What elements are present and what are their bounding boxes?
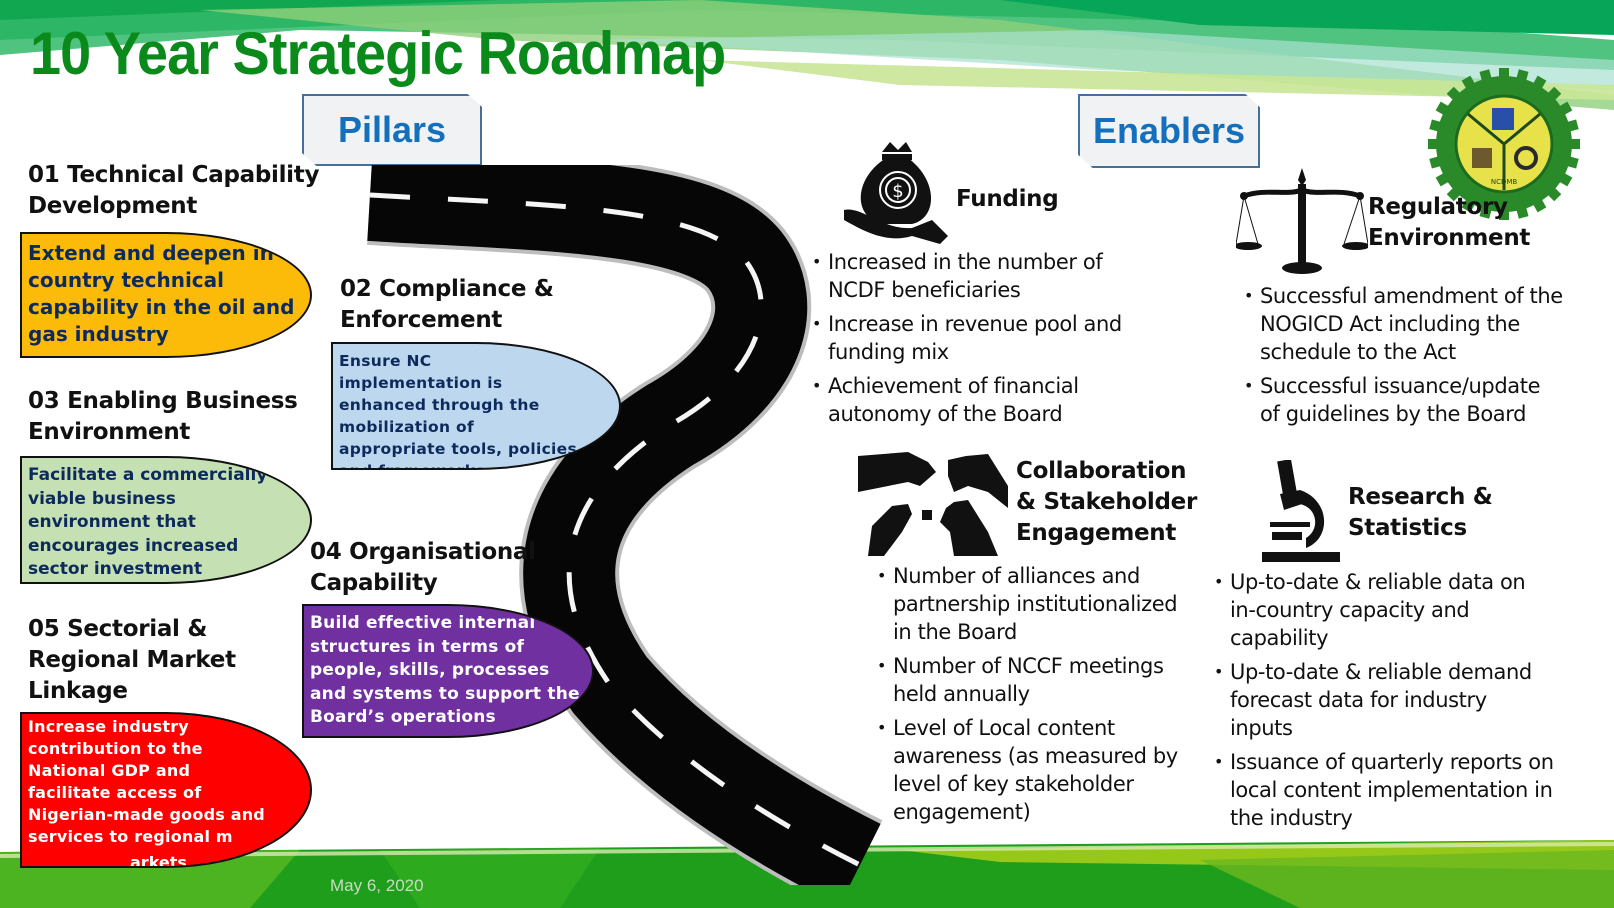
money-bag-hand-icon: $ — [844, 142, 948, 244]
gear-tooth — [1564, 155, 1579, 169]
pillar-02-blob: Ensure NC implementation is enhanced thr… — [331, 342, 621, 470]
ncdmb-logo: NCDMB — [1428, 68, 1580, 220]
gear-tooth — [1531, 75, 1547, 92]
regulatory-bullet: •Successful issuance/update of guideline… — [1244, 374, 1541, 426]
regulatory-bullet: •Successful amendment of the NOGICD Act … — [1244, 284, 1563, 364]
gear-tooth — [1479, 204, 1493, 219]
pillar-03-description: Facilitate a commercially viable busines… — [28, 465, 268, 579]
puzzle-hands-icon — [858, 452, 1008, 556]
pillar-05-blob: Increase industry contribution to the Na… — [20, 712, 312, 868]
gear-tooth — [1429, 119, 1444, 133]
slide-date: May 6, 2020 — [330, 876, 424, 895]
pillar-05-description-tail: arkets — [130, 853, 187, 868]
research-bullet: •Issuance of quarterly reports on local … — [1214, 750, 1554, 830]
gear-tooth — [1446, 86, 1463, 103]
enablers-tag-label: Enablers — [1092, 110, 1246, 151]
top-banner-decoration — [0, 0, 1614, 110]
gear-tooth — [1568, 139, 1580, 149]
gear-tooth — [1515, 69, 1529, 84]
enabler-regulatory-title: Regulatory Environment — [1368, 194, 1531, 251]
enabler-research-title: Research & Statistics — [1348, 484, 1493, 541]
enablers-tag: Enablers — [1078, 94, 1260, 168]
enabler-research-bullets: •Up-to-date & reliable data on in-countr… — [1214, 568, 1554, 838]
research-bullet: •Up-to-date & reliable demand forecast d… — [1214, 660, 1532, 740]
gear-tooth — [1461, 196, 1477, 213]
gear-tooth — [1499, 208, 1509, 220]
gear-tooth — [1556, 171, 1573, 187]
enabler-collaboration-bullets: •Number of alliances and partnership ins… — [877, 562, 1187, 832]
scales-of-justice-icon — [1236, 168, 1368, 274]
winding-road-illustration — [367, 165, 883, 885]
svg-text:$: $ — [892, 181, 903, 202]
gear-tooth — [1435, 101, 1452, 117]
gear-tooth — [1461, 75, 1477, 92]
pillar-04-description: Build effective internal structures in t… — [310, 613, 580, 727]
gear-tooth — [1429, 155, 1444, 169]
enabler-funding-title: Funding — [956, 186, 1059, 212]
pillar-02-title: 02 Compliance & Enforcement — [340, 276, 554, 333]
enabler-regulatory-bullets: •Successful amendment of the NOGICD Act … — [1244, 282, 1564, 434]
funding-bullet: •Achievement of financial autonomy of th… — [812, 374, 1079, 426]
enabler-funding-bullets: •Increased in the number of NCDF benefic… — [812, 248, 1132, 434]
funding-bullet: •Increased in the number of NCDF benefic… — [812, 250, 1103, 302]
pillar-03-title: 03 Enabling Business Environment — [28, 388, 298, 445]
gear-tooth — [1479, 69, 1493, 84]
pillar-01-blob: Extend and deepen in-country technical c… — [20, 232, 312, 358]
enabler-collaboration-title: Collaboration & Stakeholder Engagement — [1016, 458, 1197, 546]
funding-bullet: •Increase in revenue pool and funding mi… — [812, 312, 1122, 364]
gear-tooth — [1435, 171, 1452, 187]
pillar-01-title: 01 Technical Capability Development — [28, 162, 320, 219]
pillar-04-title: 04 Organisational Capability — [310, 539, 536, 596]
svg-text:NCDMB: NCDMB — [1491, 178, 1518, 186]
gear-tooth — [1515, 204, 1529, 219]
gear-tooth — [1428, 139, 1440, 149]
slide-title: 10 Year Strategic Roadmap — [30, 20, 726, 87]
collaboration-bullet: •Number of NCCF meetings held annually — [877, 654, 1164, 706]
pillar-05-title: 05 Sectorial & Regional Market Linkage — [28, 616, 236, 704]
research-bullet: •Up-to-date & reliable data on in-countr… — [1214, 570, 1526, 650]
collaboration-bullet: •Number of alliances and partnership ins… — [877, 564, 1178, 644]
gear-tooth — [1531, 196, 1547, 213]
pillars-tag: Pillars — [302, 94, 482, 166]
pillar-01-description: Extend and deepen in-country technical c… — [28, 241, 295, 346]
gear-tooth — [1446, 185, 1463, 202]
pillar-03-blob: Facilitate a commercially viable busines… — [20, 456, 312, 584]
pillar-02-description: Ensure NC implementation is enhanced thr… — [339, 352, 578, 468]
gear-tooth — [1545, 185, 1562, 202]
gear-tooth — [1545, 86, 1562, 103]
pillars-tag-label: Pillars — [337, 109, 447, 150]
gear-tooth — [1564, 119, 1579, 133]
collaboration-bullet: •Level of Local content awareness (as me… — [877, 716, 1178, 824]
gear-tooth — [1499, 68, 1509, 80]
gear-tooth — [1556, 101, 1573, 117]
microscope-icon — [1262, 460, 1340, 562]
pillar-05-description: Increase industry contribution to the Na… — [28, 717, 265, 846]
pillar-04-blob: Build effective internal structures in t… — [302, 604, 594, 738]
